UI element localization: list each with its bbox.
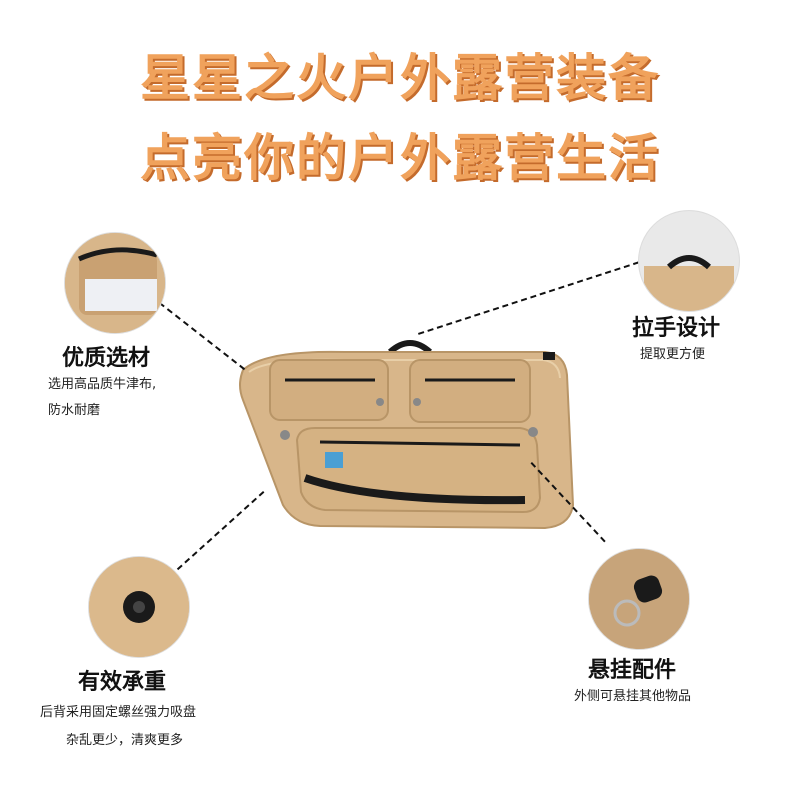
material-title: 优质选材 — [62, 346, 151, 371]
product-bag-image — [239, 340, 575, 530]
connector-line-handle — [418, 261, 640, 335]
mount-title: 有效承重 — [78, 670, 167, 695]
mount-desc-line-2: 杂乱更少，清爽更多 — [66, 733, 184, 748]
handle-detail-image — [638, 210, 740, 312]
headline-line-1: 星星之火户外露营装备 — [140, 49, 660, 107]
accessory-desc: 外侧可悬挂其他物品 — [574, 689, 692, 704]
material-desc-line-2: 防水耐磨 — [48, 403, 101, 418]
material-detail-image — [64, 232, 166, 334]
headline-line-2: 点亮你的户外露营生活 — [140, 129, 660, 187]
handle-title: 拉手设计 — [632, 316, 721, 341]
accessory-title: 悬挂配件 — [588, 658, 677, 683]
mount-detail-image — [88, 556, 190, 658]
accessory-detail-image — [588, 548, 690, 650]
material-desc-line-1: 选用高品质牛津布, — [48, 377, 157, 392]
handle-desc: 提取更方便 — [640, 347, 706, 362]
mount-desc-line-1: 后背采用固定螺丝强力吸盘 — [40, 705, 197, 720]
